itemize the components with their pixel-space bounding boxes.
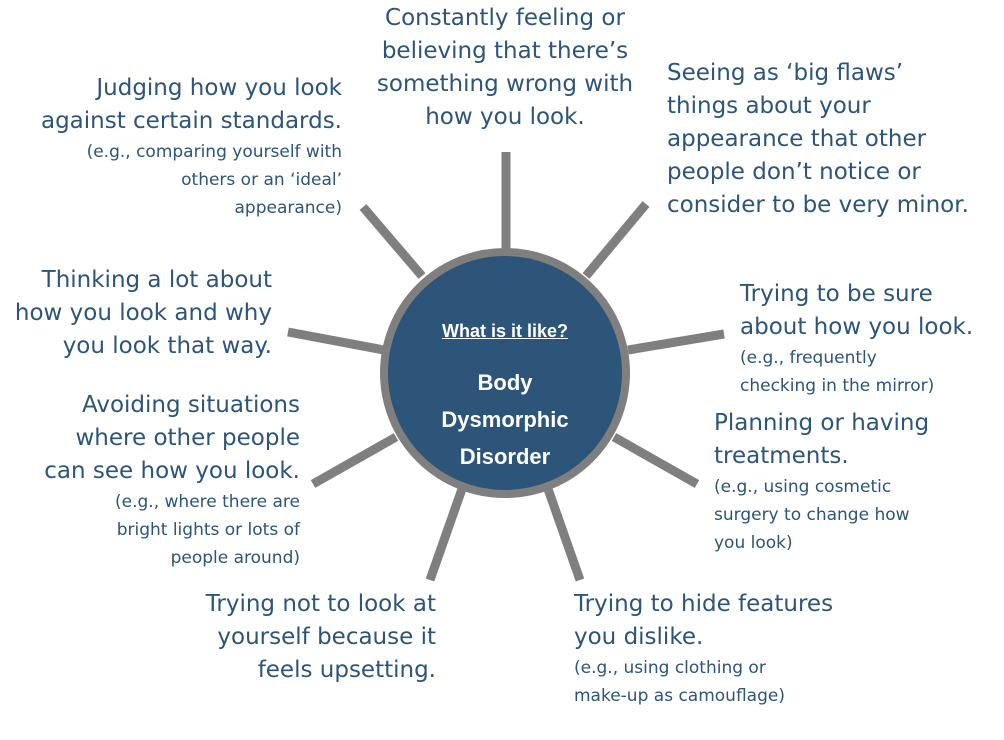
note-bottom-right-example: (e.g., using clothing or make-up as camo… <box>574 658 785 706</box>
note-bottom-right-lead: Trying to hide features you dislike. <box>574 591 834 650</box>
note-lower-right: Planning or having treatments. (e.g., us… <box>714 407 1002 557</box>
note-left-lead: Thinking a lot about how you look and wh… <box>14 267 272 359</box>
note-top-right: Seeing as ‘big flaws’ things about your … <box>667 57 1002 222</box>
note-left: Thinking a lot about how you look and wh… <box>2 264 272 363</box>
note-right-lead: Trying to be sure about how you look. <box>740 281 974 340</box>
spoke-lower-left <box>310 433 399 488</box>
spoke-right <box>627 329 725 355</box>
spoke-left <box>287 327 385 355</box>
note-top-left-example: (e.g., comparing yourself with others or… <box>86 142 342 218</box>
note-lower-left-example: (e.g., where there are bright lights or … <box>115 492 300 568</box>
center-circle: What is it like? Body Dysmorphic Disorde… <box>380 248 630 498</box>
note-bottom-left-lead: Trying not to look at yourself because i… <box>205 591 436 683</box>
spoke-top-left <box>359 204 426 279</box>
note-right-example: (e.g., frequently checking in the mirror… <box>740 348 935 396</box>
center-subtitle: What is it like? <box>441 321 569 341</box>
spoke-bottom-left <box>425 487 467 582</box>
note-bottom-right: Trying to hide features you dislike. (e.… <box>574 588 894 710</box>
note-right: Trying to be sure about how you look. (e… <box>740 278 1002 400</box>
note-top: Constantly feeling or believing that the… <box>350 2 660 134</box>
note-top-left-lead: Judging how you look against certain sta… <box>40 75 342 134</box>
note-lower-left: Avoiding situations where other people c… <box>2 389 300 572</box>
spoke-lower-right <box>611 433 700 488</box>
note-top-left: Judging how you look against certain sta… <box>2 72 342 222</box>
spoke-bottom-right <box>543 487 585 582</box>
note-lower-left-lead: Avoiding situations where other people c… <box>44 392 300 484</box>
note-top-right-lead: Seeing as ‘big flaws’ things about your … <box>667 60 969 218</box>
note-bottom-left: Trying not to look at yourself because i… <box>160 588 436 687</box>
spoke-top-right <box>582 201 650 279</box>
note-lower-right-lead: Planning or having treatments. <box>714 410 930 469</box>
note-lower-right-example: (e.g., using cosmetic surgery to change … <box>714 477 910 553</box>
note-top-lead: Constantly feeling or believing that the… <box>376 5 634 130</box>
center-title: Body Dysmorphic Disorder <box>441 370 569 469</box>
